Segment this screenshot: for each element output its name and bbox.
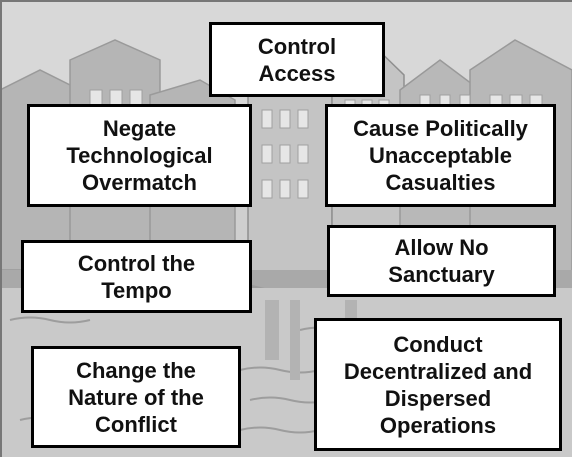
box-change-the-nature-of-the-conflict: Change the Nature of the Conflict	[31, 346, 241, 448]
box-change-the-nature-of-the-conflict-label: Change the Nature of the Conflict	[68, 357, 204, 437]
box-negate-technological-overmatch: Negate Technological Overmatch	[27, 104, 252, 207]
box-allow-no-sanctuary-label: Allow No Sanctuary	[388, 235, 495, 287]
box-negate-technological-overmatch-label: Negate Technological Overmatch	[66, 116, 213, 195]
box-conduct-decentralized-and-dispersed-operations: Conduct Decentralized and Dispersed Oper…	[314, 318, 562, 451]
box-control-access-label: Control Access	[257, 33, 337, 86]
box-cause-politically-unacceptable-casualties: Cause Politically Unacceptable Casualtie…	[325, 104, 556, 207]
box-control-access: Control Access	[209, 22, 385, 97]
box-control-the-tempo-label: Control the Tempo	[77, 250, 196, 303]
box-control-the-tempo: Control the Tempo	[21, 240, 252, 313]
box-conduct-decentralized-and-dispersed-operations-label: Conduct Decentralized and Dispersed Oper…	[343, 331, 533, 438]
box-allow-no-sanctuary: Allow No Sanctuary	[327, 225, 556, 297]
box-cause-politically-unacceptable-casualties-label: Cause Politically Unacceptable Casualtie…	[353, 116, 528, 195]
